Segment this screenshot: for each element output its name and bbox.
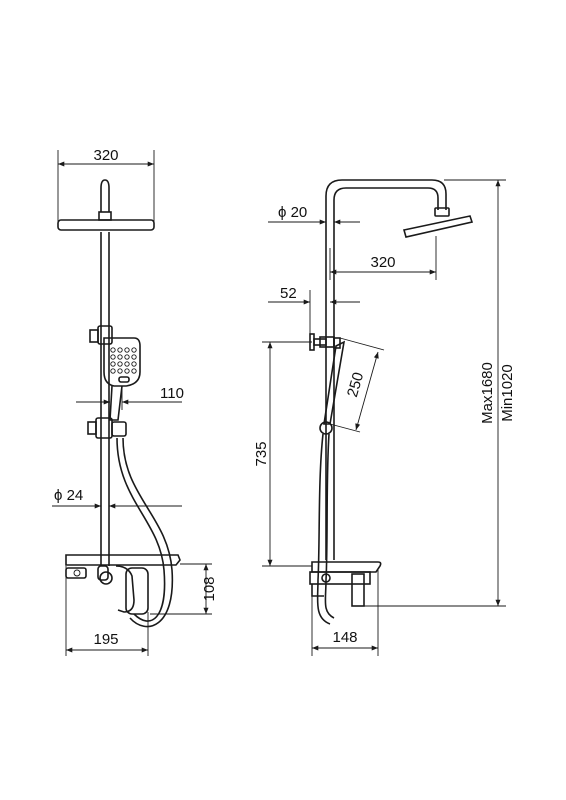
dim-front-handset-width: 110 xyxy=(160,385,184,402)
dim-front-pipe-diameter: ϕ 24 xyxy=(54,487,83,504)
dim-side-handset-length: 250 xyxy=(344,370,367,399)
dim-side-pipe-diameter: ϕ 20 xyxy=(278,204,307,221)
dim-front-base-width: 195 xyxy=(93,631,118,648)
dim-front-head-width: 320 xyxy=(93,147,118,164)
dim-front-mixer-height: 108 xyxy=(201,576,218,601)
dim-side-height-min: Min1020 xyxy=(499,364,516,422)
dim-side-arm-length: 320 xyxy=(370,254,395,271)
dim-side-base-depth: 148 xyxy=(332,629,357,646)
handset-nozzles xyxy=(110,347,137,374)
front-dimensions xyxy=(52,150,212,656)
dim-side-wall-offset: 52 xyxy=(280,285,297,302)
dim-side-height-max: Max1680 xyxy=(479,362,496,424)
side-view xyxy=(309,179,474,625)
dim-side-holder-height: 735 xyxy=(253,441,270,466)
front-view xyxy=(57,179,181,628)
side-dimensions xyxy=(262,179,506,656)
